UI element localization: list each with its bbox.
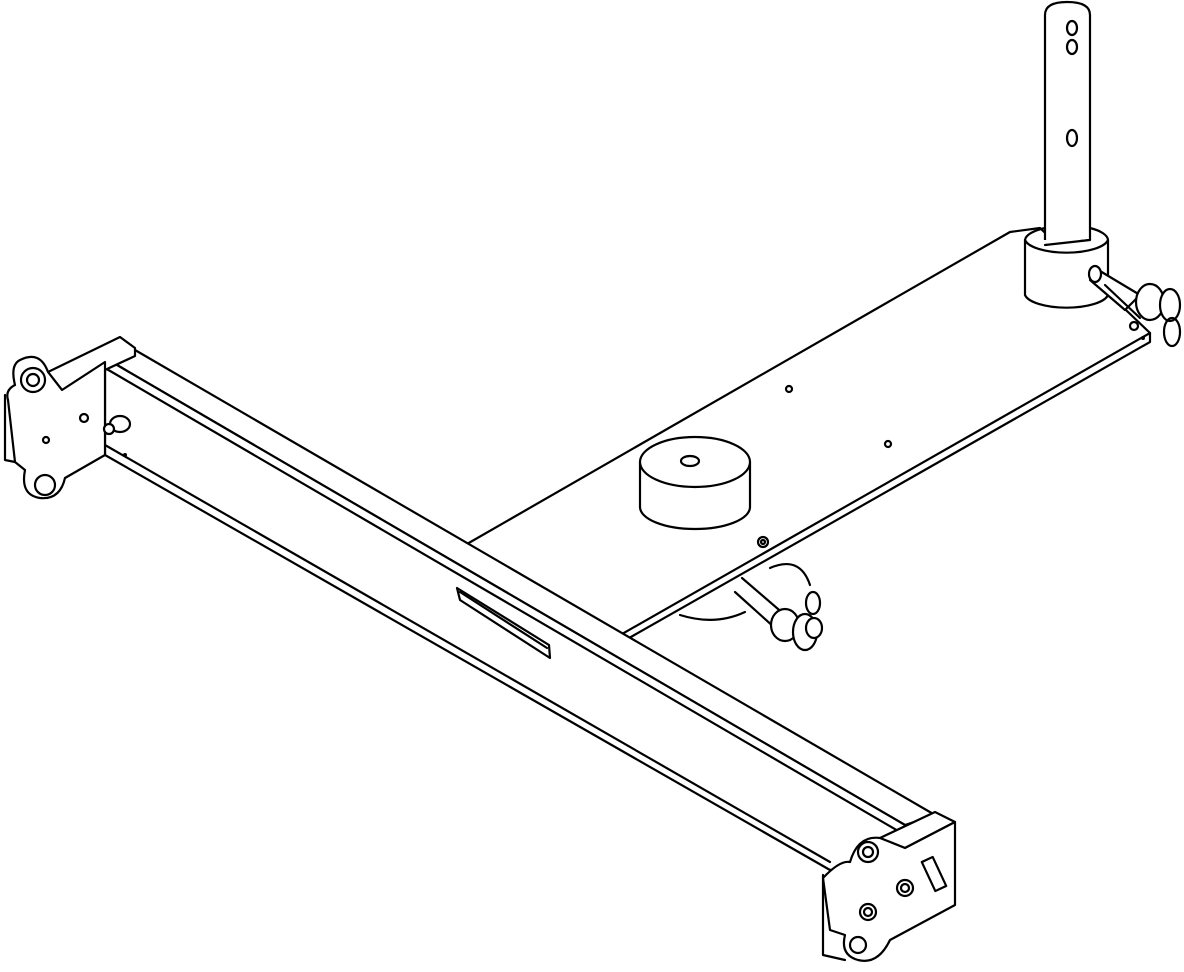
lock-pin-right	[1087, 264, 1182, 348]
vertical-post	[1043, 0, 1092, 247]
lock-pin-lower	[678, 563, 824, 652]
end-plate-left	[3, 335, 137, 500]
post-collar	[1023, 226, 1110, 309]
center-cylinder	[638, 435, 752, 531]
end-plate-right	[821, 810, 957, 962]
label-plate	[455, 586, 552, 660]
